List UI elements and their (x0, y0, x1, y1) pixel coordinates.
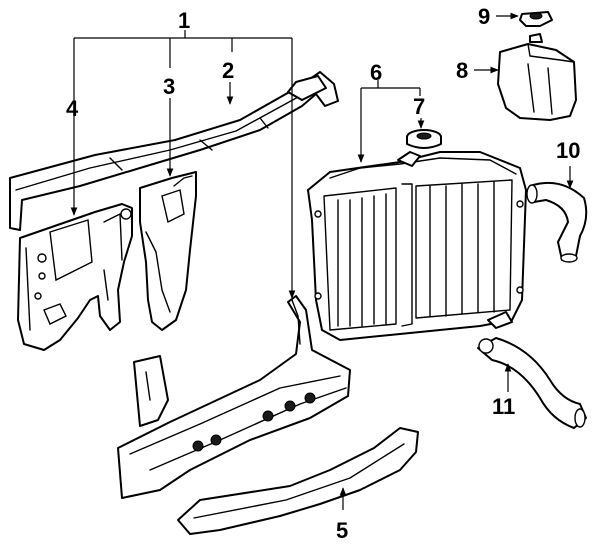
radiator-cap (406, 129, 442, 149)
callout-2: 2 (222, 58, 234, 83)
callout-6: 6 (370, 60, 382, 85)
upper-radiator-hose (526, 182, 588, 263)
reservoir-cap (519, 11, 553, 27)
callout-leaders (70, 12, 574, 510)
lower-support-assembly (117, 295, 351, 499)
callout-4: 4 (66, 96, 79, 121)
radiator (307, 151, 527, 341)
lower-shroud (177, 427, 419, 535)
left-side-panel (17, 203, 133, 351)
lower-radiator-hose (477, 337, 587, 429)
callout-5: 5 (336, 518, 348, 543)
callout-8: 8 (456, 58, 468, 83)
callout-7: 7 (413, 94, 425, 119)
callout-9: 9 (478, 4, 490, 29)
coolant-reservoir (497, 33, 577, 121)
callout-3: 3 (163, 74, 175, 99)
center-baffle-panel (139, 171, 197, 331)
callout-11: 11 (492, 394, 515, 419)
callout-numbers: 1 2 3 4 5 6 7 8 9 10 11 (66, 4, 580, 543)
callout-10: 10 (556, 138, 580, 163)
callout-1: 1 (178, 8, 190, 33)
